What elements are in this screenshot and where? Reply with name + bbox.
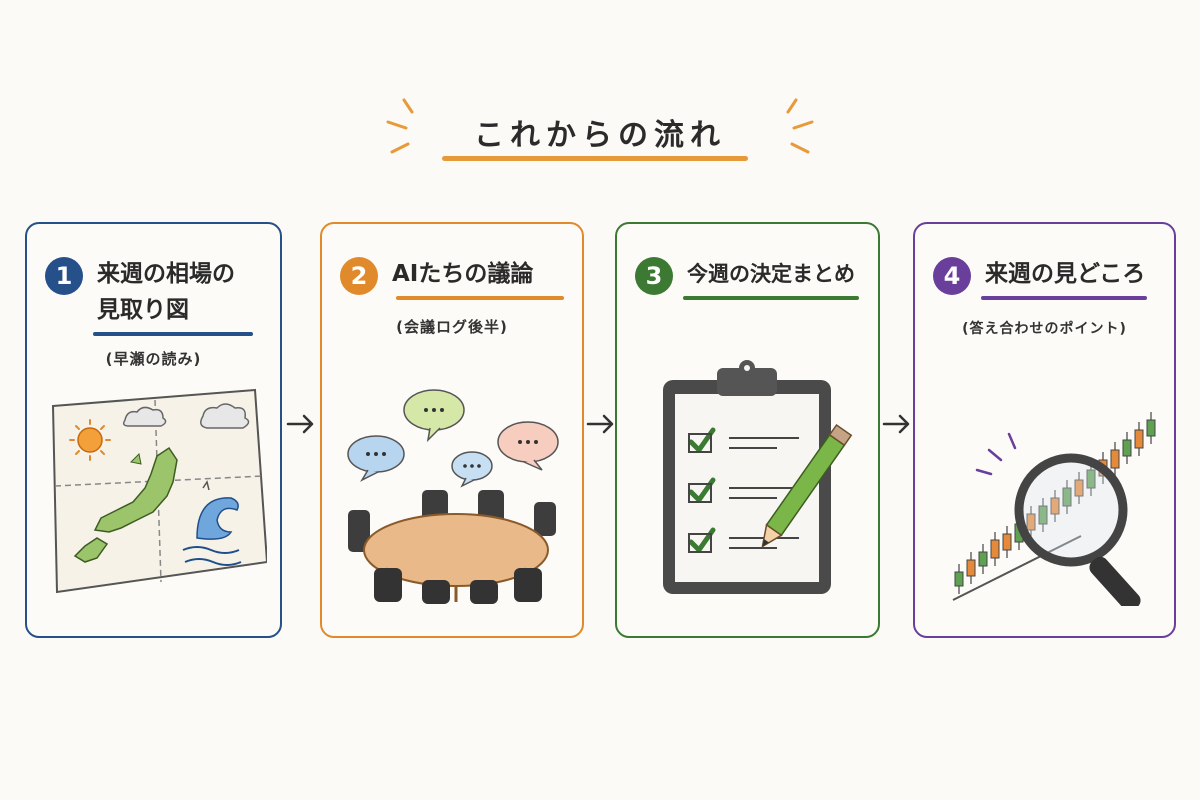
candle-body — [1122, 439, 1132, 457]
candle-body — [966, 559, 976, 577]
step-number-badge-3: 3 — [635, 257, 673, 295]
candle-body — [1002, 533, 1012, 551]
arrow-right-icon-3 — [882, 414, 910, 434]
page-title: これからの流れ — [474, 118, 726, 153]
step-number-badge-4: 4 — [933, 257, 971, 295]
step-underline-2 — [396, 296, 564, 300]
step-title-1-line2: 見取り図 — [97, 297, 189, 323]
step-card-1: 1 来週の相場の 見取り図 (早瀬の読み) — [25, 222, 282, 638]
magnifier-candlestick-icon — [952, 412, 1156, 606]
step-number-badge-1: 1 — [45, 257, 83, 295]
step-header-2: 2 AIたちの議論 — [340, 256, 566, 295]
clipboard-checklist-icon — [663, 360, 853, 594]
step-underline-3 — [683, 296, 859, 300]
candle-body — [1110, 449, 1120, 469]
right-sparkle-icon — [786, 98, 814, 154]
step-header-1: 1 来週の相場の 見取り図 — [45, 256, 264, 328]
candle-body — [1134, 429, 1144, 449]
step-number-badge-2: 2 — [340, 257, 378, 295]
step-header-4: 4 来週の見どころ — [933, 256, 1158, 295]
step-card-3: 3 今週の決定まとめ — [615, 222, 880, 638]
japan-weather-map-icon — [51, 388, 267, 594]
candle-body — [1086, 469, 1096, 489]
step-subtitle-2: (会議ログ後半) — [396, 318, 508, 336]
step-title-4: 来週の見どころ — [985, 261, 1146, 287]
step-underline-1 — [93, 332, 253, 336]
candle-body — [1074, 479, 1084, 497]
candle-body — [990, 539, 1000, 559]
candle-body — [1038, 505, 1048, 525]
meeting-table-chat-icon — [347, 389, 559, 604]
candle-body — [954, 571, 964, 587]
candle-body — [978, 551, 988, 567]
candle-body — [1026, 513, 1036, 531]
step-subtitle-1: (早瀬の読み) — [105, 350, 202, 368]
left-sparkle-icon — [386, 98, 414, 154]
candle-body — [1146, 419, 1156, 437]
candle-body — [1062, 487, 1072, 507]
step-title-2: AIたちの議論 — [392, 261, 534, 287]
arrow-right-icon-1 — [286, 414, 314, 434]
step-card-2: 2 AIたちの議論 (会議ログ後半) — [320, 222, 584, 638]
title-underline — [442, 156, 748, 161]
step-underline-4 — [981, 296, 1147, 300]
arrow-right-icon-2 — [586, 414, 614, 434]
candle-body — [1050, 497, 1060, 515]
step-title-1: 来週の相場の 見取り図 — [97, 256, 235, 328]
step-subtitle-4: (答え合わせのポイント) — [962, 321, 1127, 337]
step-title-3: 今週の決定まとめ — [687, 262, 855, 286]
step-title-1-line1: 来週の相場の — [97, 261, 235, 287]
title-block: これからの流れ — [380, 92, 820, 182]
step-header-3: 3 今週の決定まとめ — [635, 256, 862, 295]
step-card-4: 4 来週の見どころ (答え合わせのポイント) — [913, 222, 1176, 638]
